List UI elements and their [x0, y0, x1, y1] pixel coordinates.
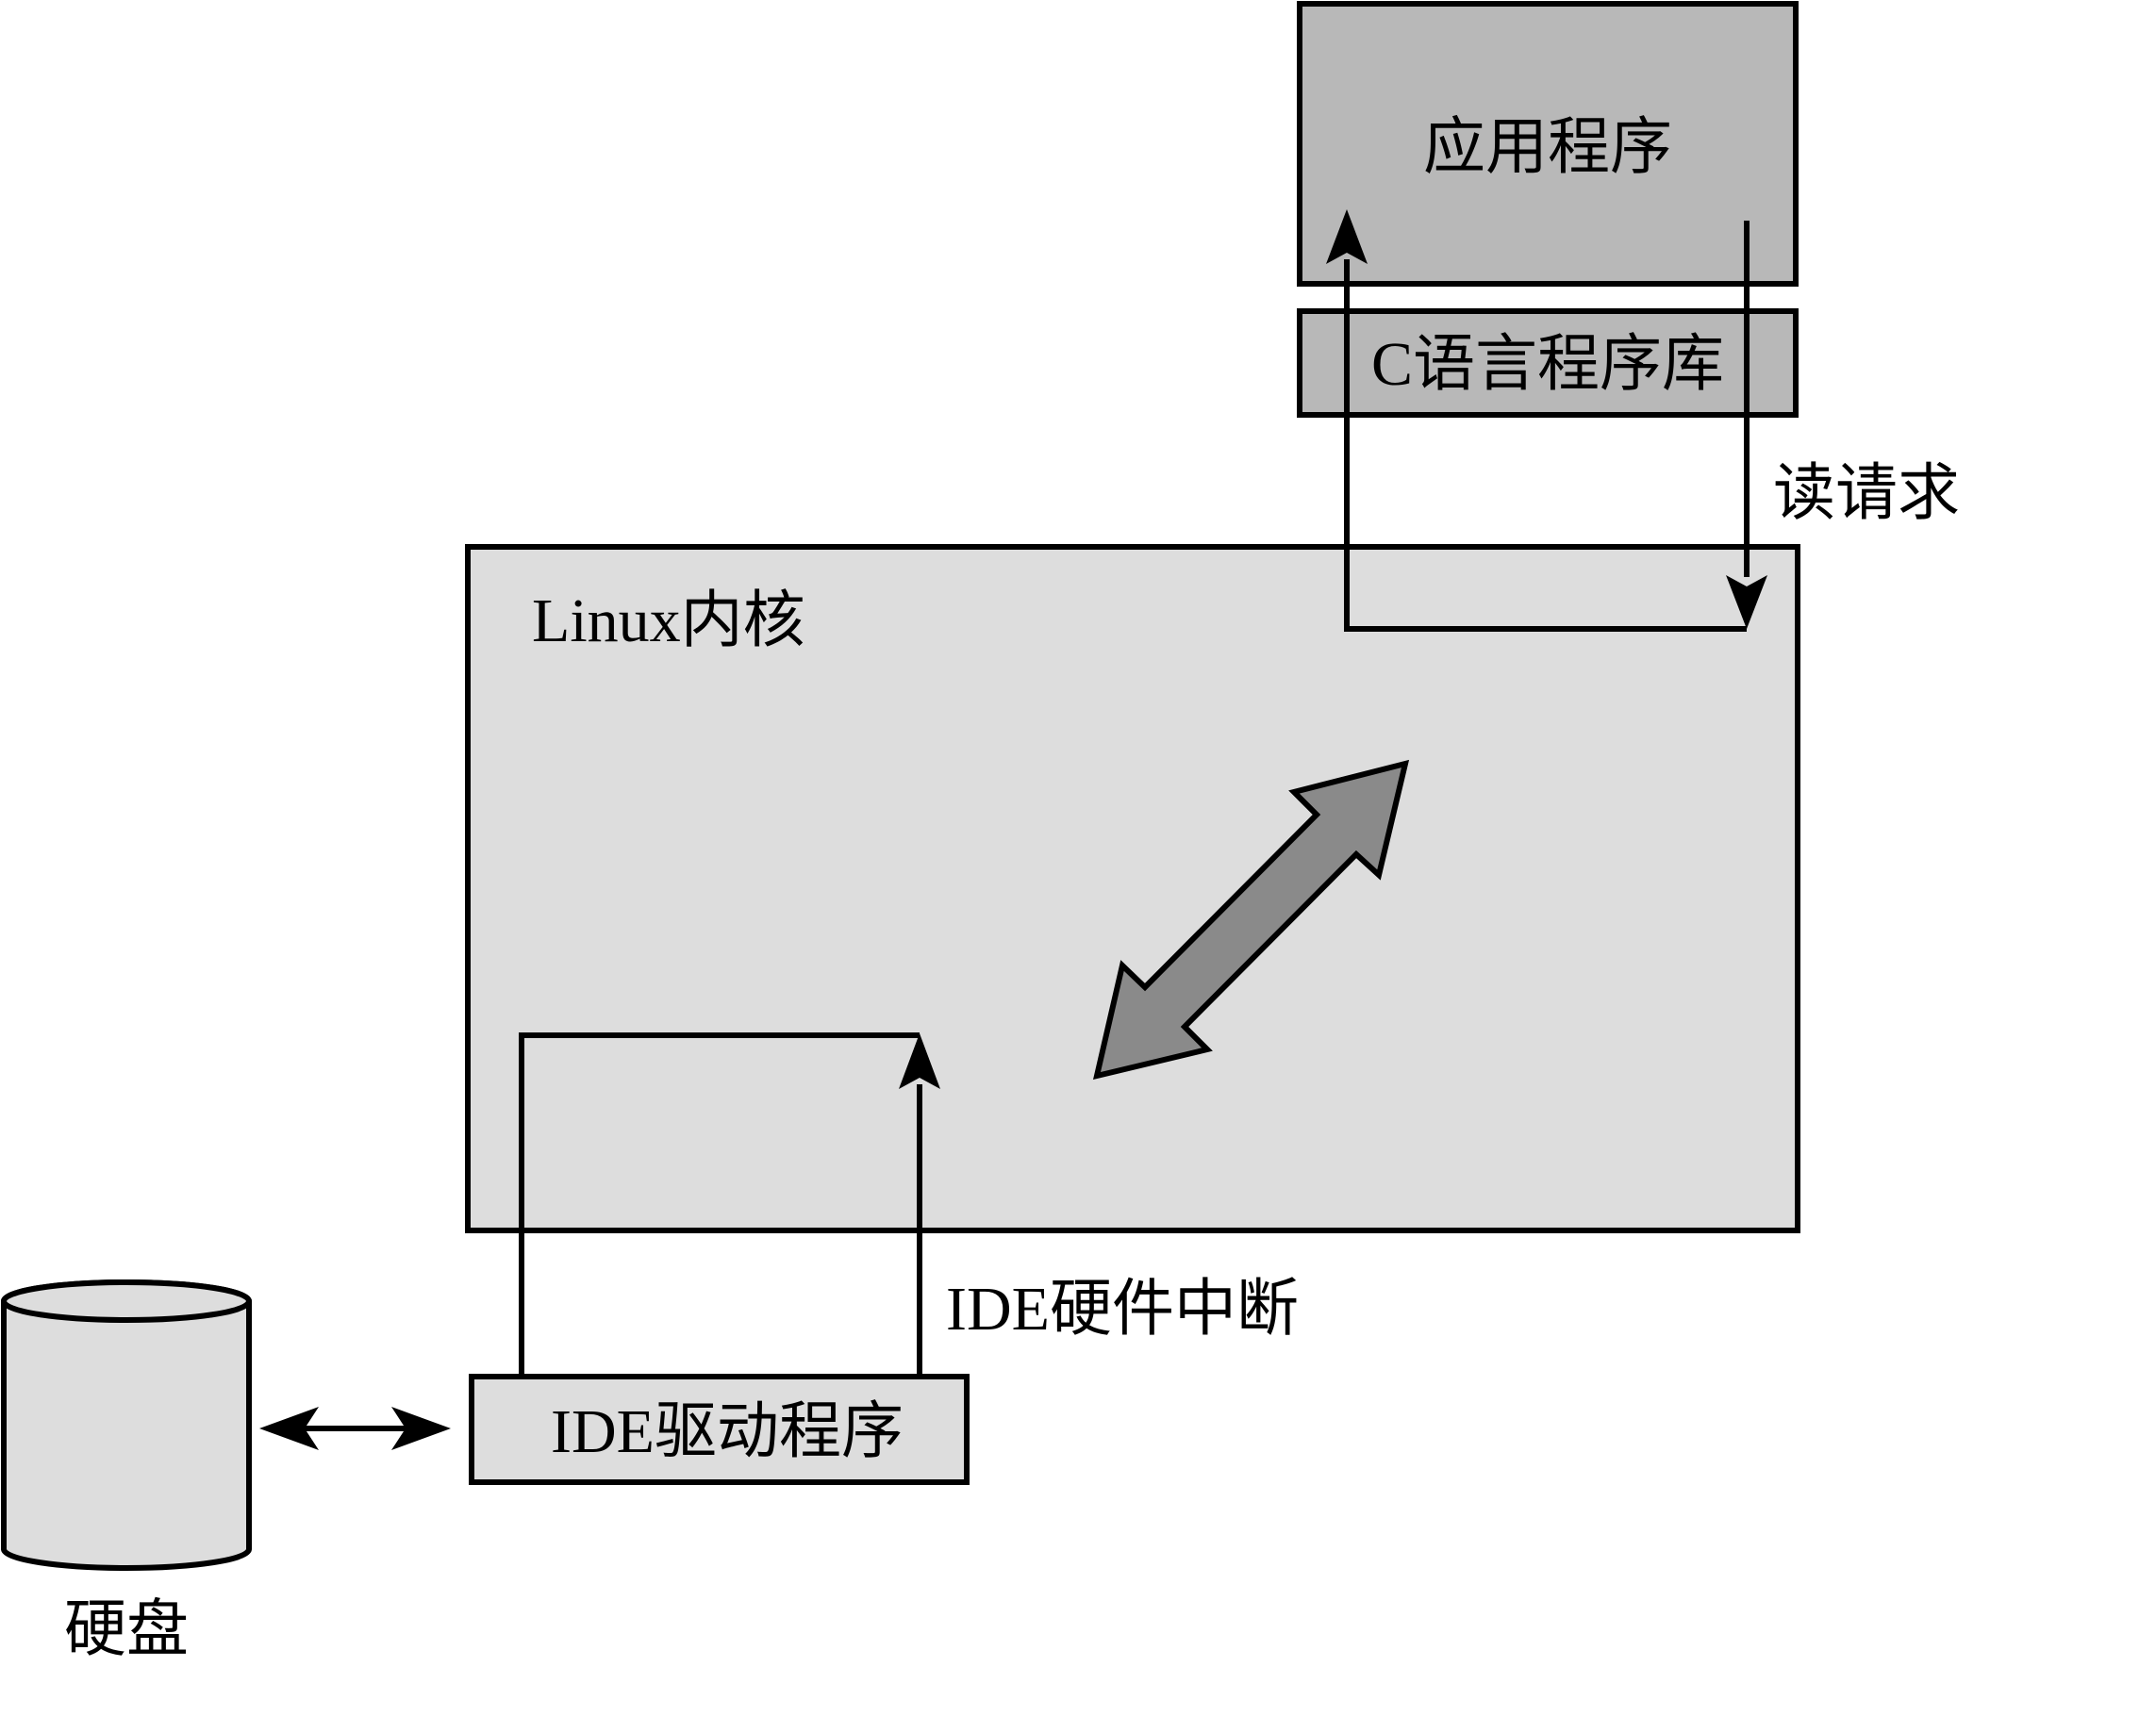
disk-label: 硬盘: [64, 1595, 189, 1664]
read-request-label: 读请求: [1773, 459, 1960, 528]
ide-interrupt-label: IDE硬件中断: [946, 1275, 1299, 1344]
kernel-box: [465, 544, 1800, 1233]
app-box: [1297, 1, 1799, 287]
ide-interrupt-arrowhead: [899, 1033, 940, 1089]
disk-body: [1, 1279, 252, 1571]
disk-link-left-arrowhead: [259, 1407, 319, 1450]
kernel-to-driver-path: [519, 1032, 920, 1401]
ide-driver-label: IDE驱动程序: [551, 1397, 904, 1466]
clib-label: C语言程序库: [1371, 330, 1724, 399]
cylinder-disk-icon: [1, 1279, 252, 1571]
ide-driver-box: [469, 1374, 970, 1485]
read-request-arrowhead: [1726, 575, 1767, 629]
kernel-label: Linux内核: [532, 586, 805, 655]
big-double-arrow: [1092, 759, 1410, 1081]
return-to-app-arrowhead: [1326, 209, 1368, 264]
app-label: 应用程序: [1423, 113, 1672, 182]
clib-box: [1297, 308, 1799, 418]
disk-top: [1, 1279, 252, 1323]
kernel-return-path: [1344, 259, 1747, 632]
disk-link-right-arrowhead: [391, 1407, 451, 1450]
